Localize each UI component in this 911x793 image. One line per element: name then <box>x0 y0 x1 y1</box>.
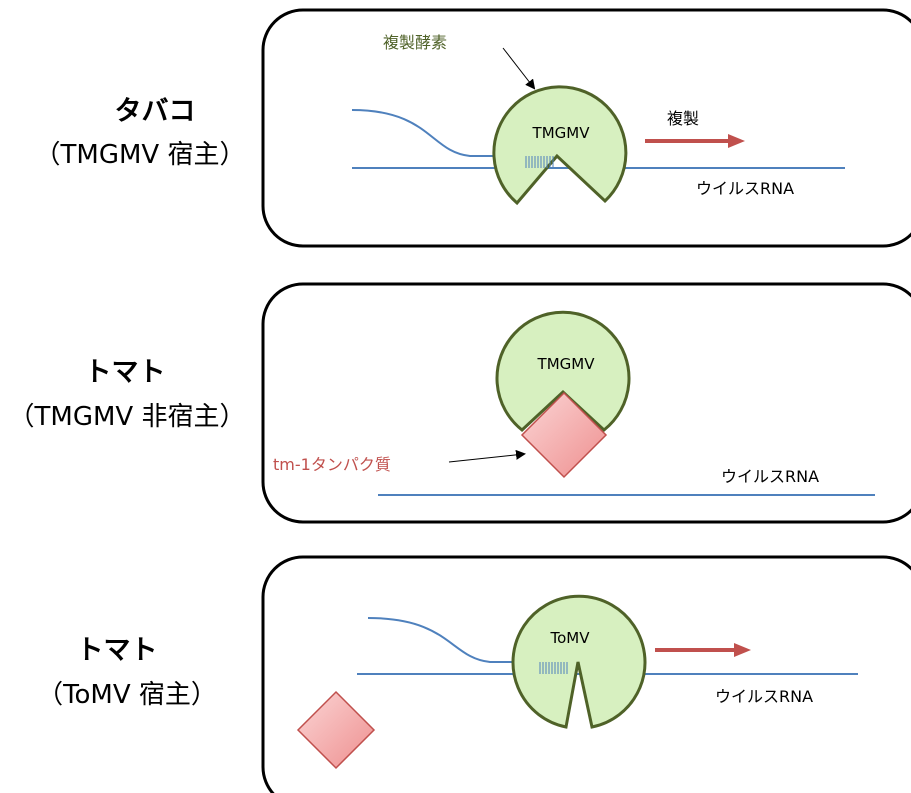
host-sub-label: （TMGMV 宿主） <box>35 140 246 170</box>
rna-label: ウイルスRNA <box>696 179 794 198</box>
replication-arrow-head <box>734 643 751 657</box>
panel-frame <box>261 282 911 524</box>
base-pair-hatch <box>525 156 554 168</box>
virus-replicase-shape <box>511 594 647 729</box>
protein-pointer-arrow <box>448 449 526 463</box>
panel-tobacco: タバコ （TMGMV 宿主） TMGMV 複製酵素 複製 ウイルスRNA <box>35 8 911 248</box>
enzyme-label: 複製酵素 <box>383 33 447 52</box>
rna-label: ウイルスRNA <box>715 687 813 706</box>
virus-replicase-shape <box>495 310 631 432</box>
host-name-label: タバコ <box>115 96 196 127</box>
nascent-rna-strand <box>351 109 565 157</box>
host-sub-label: （TMGMV 非宿主） <box>9 402 246 432</box>
protein-label: tm-1タンパク質 <box>273 455 391 474</box>
rna-label: ウイルスRNA <box>721 467 819 486</box>
host-name-label: トマト <box>77 635 158 666</box>
replication-label: 複製 <box>667 109 699 128</box>
enzyme-pointer-arrow <box>502 47 536 90</box>
virus-label: ToMV <box>550 629 591 647</box>
tm1-protein-diamond <box>520 391 608 479</box>
host-sub-label: （ToMV 宿主） <box>37 680 217 710</box>
panel-tomato-host: トマト （ToMV 宿主） ToMV ウイルスRNA <box>37 555 911 793</box>
virus-label: TMGMV <box>532 124 591 142</box>
base-pair-hatch <box>539 662 568 674</box>
virus-replicase-shape <box>492 85 628 206</box>
panel-frame <box>261 8 911 248</box>
virus-label: TMGMV <box>537 355 596 373</box>
host-name-label: トマト <box>85 357 166 388</box>
tm1-protein-diamond <box>296 690 376 770</box>
panel-frame <box>261 555 911 793</box>
panel-tomato-nonhost: トマト （TMGMV 非宿主） TMGMV tm-1タンパク質 ウイルスRNA <box>9 282 911 524</box>
nascent-rna-strand <box>367 617 580 663</box>
replication-arrow-head <box>728 134 745 148</box>
